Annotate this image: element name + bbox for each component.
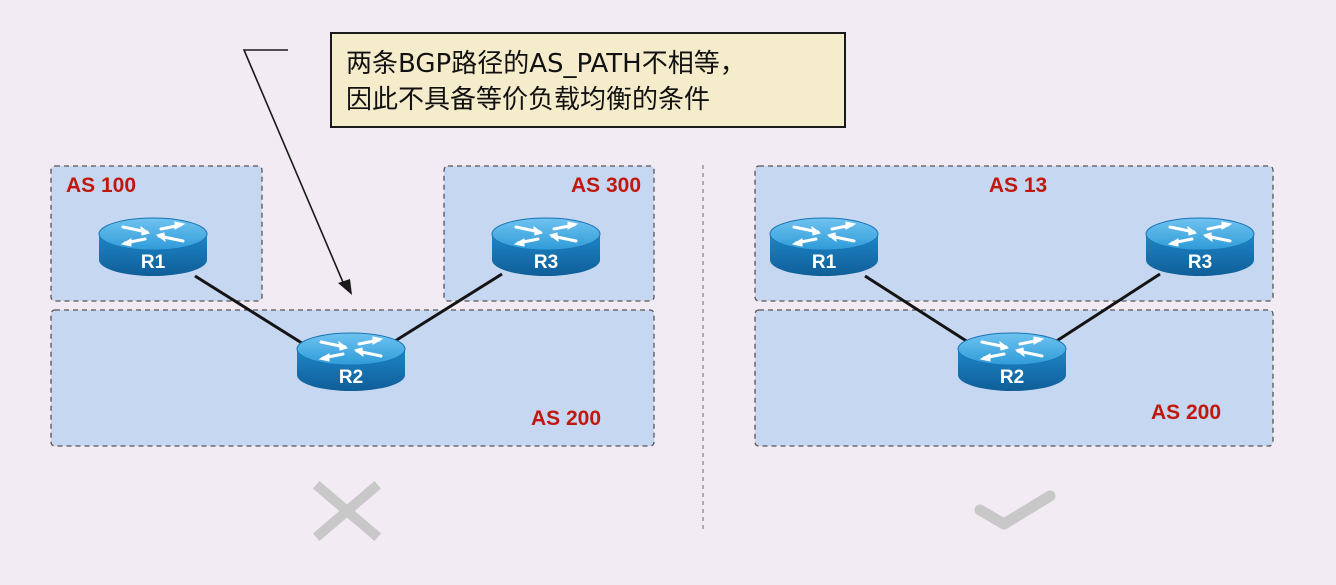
left-router-r1: R1 bbox=[97, 216, 209, 278]
right-as200-label: AS 200 bbox=[1151, 401, 1221, 424]
right-router-r2-label: R2 bbox=[1000, 367, 1024, 388]
left-link-r2-r3 bbox=[394, 272, 503, 343]
callout-arrowhead bbox=[338, 279, 352, 295]
left-router-r3: R3 bbox=[490, 216, 602, 278]
callout-box: 两条BGP路径的AS_PATH不相等， 因此不具备等价负载均衡的条件 bbox=[330, 32, 846, 128]
left-router-r3-label: R3 bbox=[534, 252, 558, 273]
check-icon bbox=[974, 490, 1056, 530]
right-router-r3: R3 bbox=[1144, 216, 1256, 278]
right-router-r1: R1 bbox=[768, 216, 880, 278]
callout-line-1: 两条BGP路径的AS_PATH不相等， bbox=[346, 49, 746, 79]
left-as100-label: AS 100 bbox=[66, 174, 136, 197]
callout-pointer bbox=[242, 49, 346, 288]
right-link-r2-r3 bbox=[1054, 272, 1161, 344]
right-router-r2: R2 bbox=[956, 331, 1068, 393]
right-as13-label: AS 13 bbox=[989, 174, 1047, 197]
cross-icon bbox=[312, 480, 382, 542]
callout-line-2: 因此不具备等价负载均衡的条件 bbox=[346, 85, 711, 115]
right-router-r1-label: R1 bbox=[812, 252, 837, 273]
right-link-r1-r2 bbox=[864, 274, 969, 344]
left-as300-label: AS 300 bbox=[571, 174, 641, 197]
right-router-r3-label: R3 bbox=[1188, 252, 1212, 273]
left-router-r1-label: R1 bbox=[141, 252, 166, 273]
left-as200-label: AS 200 bbox=[531, 407, 601, 430]
left-router-r2: R2 bbox=[295, 331, 407, 393]
left-router-r2-label: R2 bbox=[339, 367, 363, 388]
right-as13-box bbox=[754, 165, 1274, 302]
left-link-r1-r2 bbox=[194, 274, 306, 347]
